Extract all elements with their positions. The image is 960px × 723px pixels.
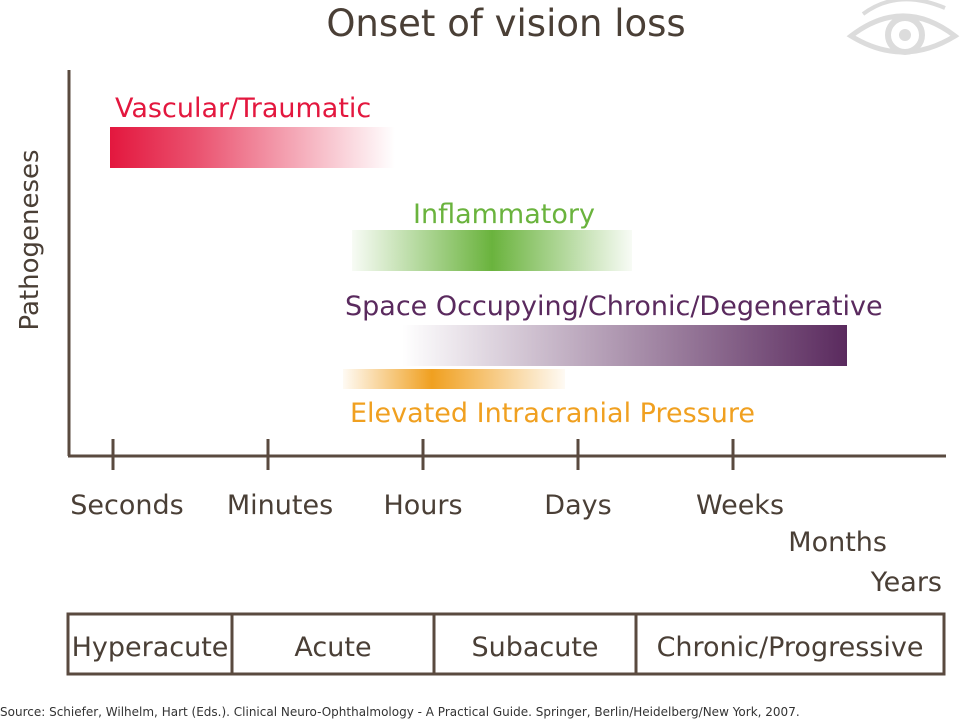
phase-dividers xyxy=(230,614,638,674)
tick-label-years: Years xyxy=(870,567,942,598)
tick-marks xyxy=(111,439,735,470)
eye-icon xyxy=(846,0,960,55)
chart-title: Onset of vision loss xyxy=(326,2,685,45)
tick-label-seconds: Seconds xyxy=(70,490,183,521)
series-label-inflammatory: Inflammatory xyxy=(413,199,595,230)
tick-label-hours: Hours xyxy=(383,490,462,521)
bar-vascular-traumatic xyxy=(110,127,395,168)
bar-space-occupying-chronic-degenerative xyxy=(402,325,847,366)
bar-elevated-intracranial-pressure xyxy=(343,369,565,389)
phase-box xyxy=(66,612,946,676)
phase-labels: Hyperacute Acute Subacute Chronic/Progressi… xyxy=(72,632,924,663)
phase-hyperacute: Hyperacute xyxy=(72,632,229,663)
tick-label-days: Days xyxy=(544,490,611,521)
tick-label-months: Months xyxy=(788,527,887,558)
series-label-elevated-intracranial-pressure: Elevated Intracranial Pressure xyxy=(350,398,755,429)
series-bars xyxy=(110,127,847,389)
series-label-vascular-traumatic: Vascular/Traumatic xyxy=(115,93,371,124)
y-axis-label: Pathogeneses xyxy=(15,149,45,330)
phase-chronic-progressive: Chronic/Progressive xyxy=(657,632,924,663)
tick-label-minutes: Minutes xyxy=(227,490,333,521)
bar-inflammatory xyxy=(352,230,632,271)
phase-acute: Acute xyxy=(294,632,371,663)
phase-subacute: Subacute xyxy=(471,632,598,663)
source-note: Source: Schiefer, Wilhelm, Hart (Eds.). … xyxy=(0,705,800,719)
tick-label-weeks: Weeks xyxy=(696,490,784,521)
series-label-space-occupying-chronic-degenerative: Space Occupying/Chronic/Degenerative xyxy=(345,291,883,322)
